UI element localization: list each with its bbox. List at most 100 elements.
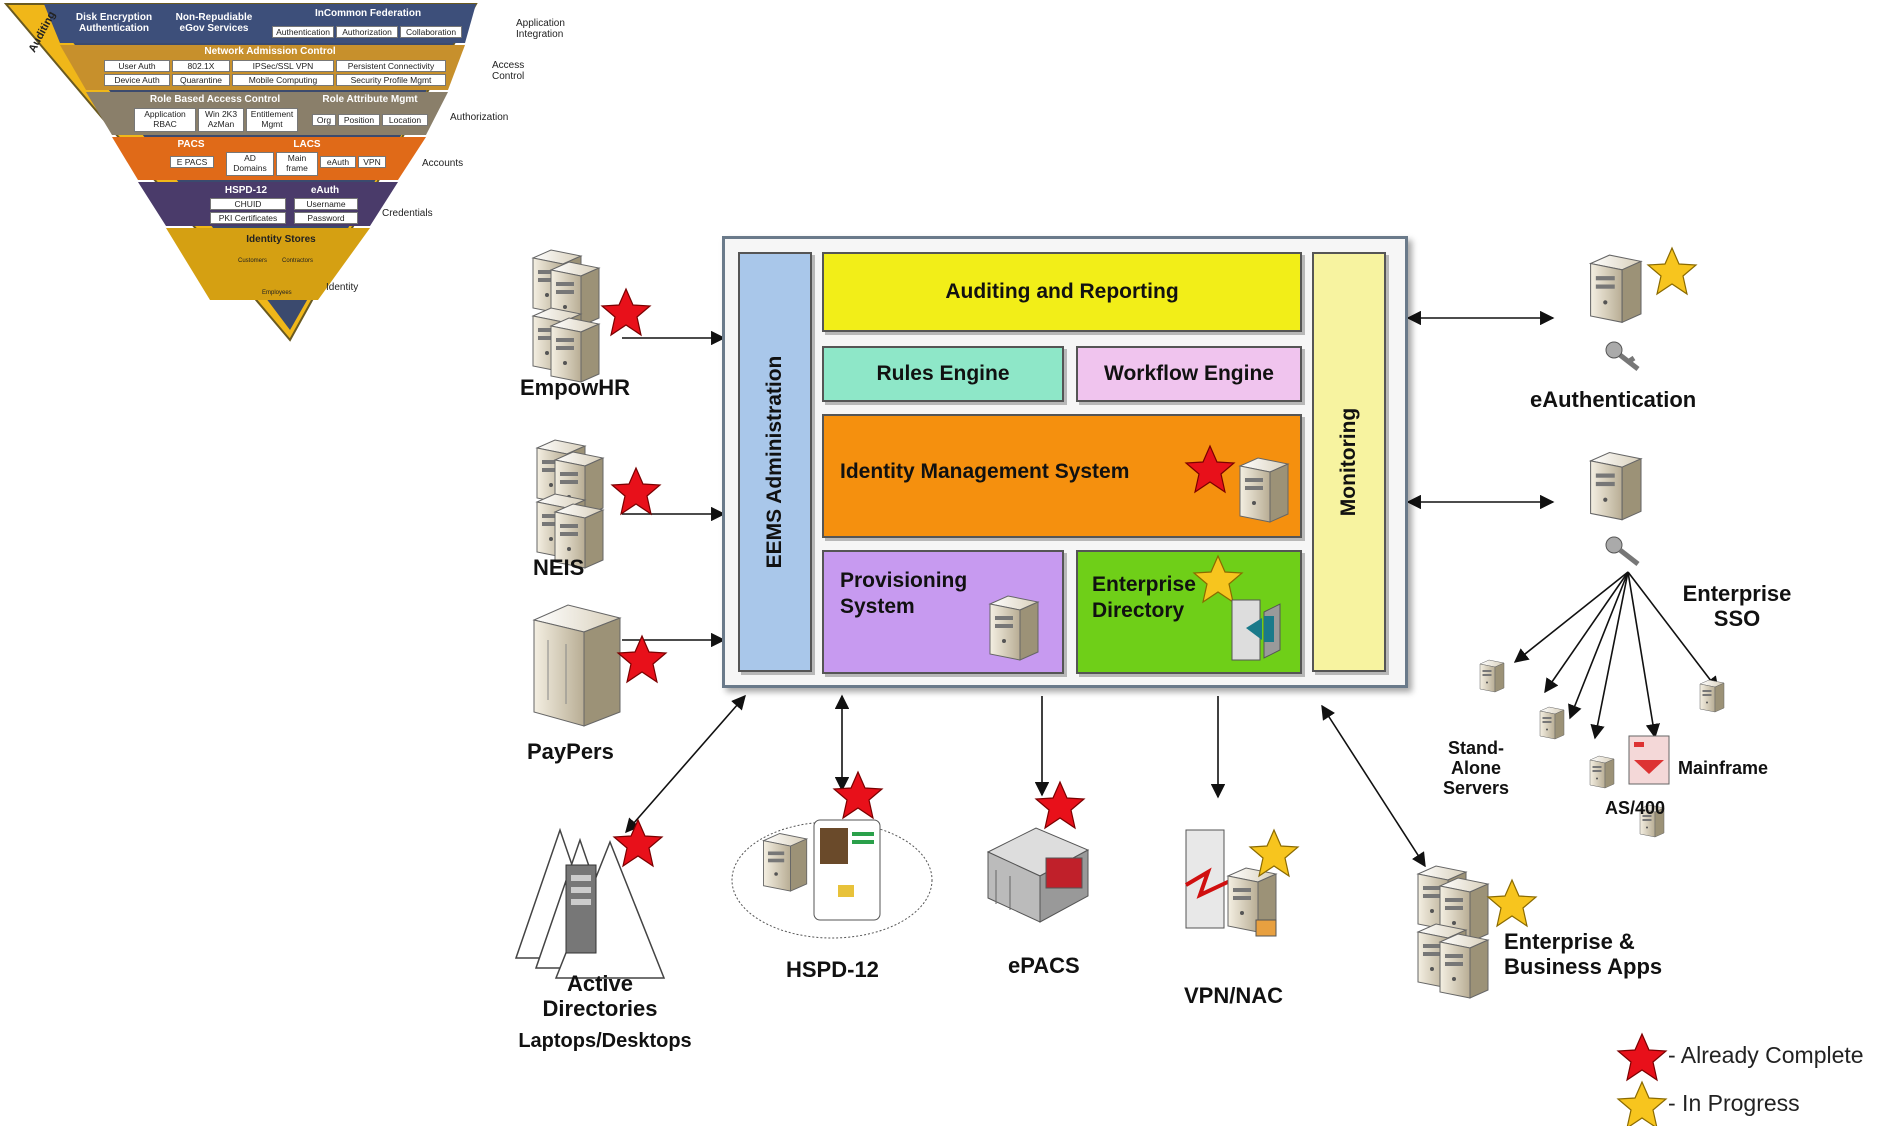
enterprise-apps-label: Enterprise & Business Apps (1504, 929, 1663, 979)
rules-engine-label: Rules Engine (876, 362, 1010, 385)
layer-label: Credentials (382, 208, 433, 219)
pyramid-group-title: PACS (177, 139, 205, 150)
pyramid-group-title: Network Admission Control (204, 46, 336, 57)
active-directories-label: Active Directories (542, 971, 658, 1021)
eems-administration-panel: EEMS Administration (738, 252, 812, 672)
as400-label: AS/400 (1605, 798, 1666, 818)
pyramid-item: Application RBAC (134, 108, 196, 132)
pyramid-item: Employees (262, 290, 292, 296)
hspd12-card-icon (731, 819, 933, 939)
empowhr-label: EmpowHR (520, 375, 630, 400)
pyramid-group-title: HSPD-12 (224, 185, 268, 196)
epacs-label: ePACS (1008, 953, 1080, 978)
pyramid-item: Contractors (282, 258, 314, 264)
pyramid-item: Org (312, 114, 336, 127)
in-progress-star-icon (1249, 829, 1299, 877)
sso-server-key-icon (1590, 451, 1642, 566)
pyramid-item: Authentication (272, 26, 334, 39)
pyramid-item: Mobile Computing (232, 74, 334, 87)
as400-icon (1628, 735, 1670, 785)
pyramid-item: E PACS (170, 156, 214, 169)
in-progress-star-icon (1487, 879, 1537, 927)
neis-label: NEIS (533, 555, 585, 580)
pyramid-item: eAuth (320, 156, 356, 169)
connectors (622, 310, 1719, 868)
pyramid-item: Persistent Connectivity (336, 60, 446, 73)
provisioning-system-label: Provisioning System (840, 569, 968, 619)
pyramid-item: Username (294, 198, 358, 211)
empowhr-server-icon (532, 249, 600, 383)
provisioning-system-panel: Provisioning System (822, 550, 1064, 674)
workflow-engine-label: Workflow Engine (1104, 362, 1274, 385)
pyramid-group-title: Non-Repudiable eGov Services (175, 12, 253, 34)
auditing-reporting-label: Auditing and Reporting (945, 280, 1179, 303)
pyramid-item: AD Domains (226, 152, 274, 176)
active-directories-icon (514, 827, 666, 979)
pyramid-item: Position (338, 114, 380, 127)
vpn-nac-icon (1184, 829, 1277, 937)
pyramid-group-title: Identity Stores (246, 234, 316, 245)
pyramid-item: Authorization (336, 26, 398, 39)
monitoring-label: Monitoring (1337, 407, 1360, 517)
layer-label: Accounts (422, 158, 464, 169)
complete-star-icon (613, 819, 663, 867)
layer-label: Application Integration (516, 18, 565, 40)
legend-complete-label: - Already Complete (1668, 1042, 1864, 1068)
paypers-mainframe-icon (532, 604, 622, 727)
in-progress-star-icon (1647, 247, 1697, 295)
pyramid-group-title: InCommon Federation (314, 8, 422, 19)
pyramid-item: Collaboration (400, 26, 462, 39)
standalone-servers-label: Stand-Alone Servers (1442, 738, 1510, 799)
pyramid-group-title: eAuth (310, 185, 340, 196)
layer-label: Authorization (450, 112, 509, 123)
vpn-nac-label: VPN/NAC (1184, 983, 1284, 1008)
pyramid-group-title: Disk Encryption Authentication (75, 12, 153, 34)
legend-progress-star-icon (1617, 1081, 1667, 1126)
enterprise-directory-label: Enterprise Directory (1092, 573, 1196, 623)
paypers-label: PayPers (527, 739, 614, 764)
complete-star-icon (611, 467, 661, 515)
eauthentication-label: eAuthentication (1530, 387, 1697, 412)
pyramid-item: Customers (238, 258, 268, 264)
epacs-reader-icon (986, 827, 1090, 923)
pyramid-item: Password (294, 212, 358, 225)
pyramid-item: Quarantine (172, 74, 230, 87)
laptops-desktops-label: Laptops/Desktops (518, 1030, 692, 1052)
eauth-server-key-icon (1590, 254, 1642, 371)
pyramid-item: 802.1X (172, 60, 230, 73)
mainframe-icon (1699, 679, 1725, 713)
pyramid-group-title: Role Attribute Mgmt (322, 94, 418, 105)
pyramid-item: PKI Certificates (210, 212, 286, 225)
eems-administration-label: EEMS Administration (763, 355, 786, 569)
layer-label: Access Control (492, 60, 525, 82)
workflow-engine-panel: Workflow Engine (1076, 346, 1302, 402)
enterprise-directory-panel: Enterprise Directory (1076, 550, 1302, 674)
complete-star-icon (601, 288, 651, 336)
pyramid-item: Win 2K3 AzMan (198, 108, 244, 132)
pyramid-group-title: LACS (293, 139, 321, 150)
hspd12-label: HSPD-12 (786, 957, 879, 982)
auditing-reporting-panel: Auditing and Reporting (822, 252, 1302, 332)
pyramid-item: User Auth (104, 60, 170, 73)
pyramid-item: IPSec/SSL VPN (232, 60, 334, 73)
pyramid-item: Device Auth (104, 74, 170, 87)
layer-label: Identity (326, 282, 359, 293)
legend-complete-star-icon (1617, 1033, 1667, 1081)
identity-management-panel: Identity Management System (822, 414, 1302, 538)
pyramid-item: Location (382, 114, 428, 127)
complete-star-icon (1035, 781, 1085, 829)
rules-engine-panel: Rules Engine (822, 346, 1064, 402)
neis-server-icon (536, 439, 604, 569)
pyramid-item: Security Profile Mgmt (336, 74, 446, 87)
monitoring-panel: Monitoring (1312, 252, 1386, 672)
pyramid-item: Entitlement Mgmt (246, 108, 298, 132)
pyramid-group-title: Role Based Access Control (149, 94, 281, 105)
enterprise-sso-label: Enterprise SSO (1682, 581, 1792, 631)
pyramid-item: CHUID (210, 198, 286, 211)
enterprise-apps-servers-icon (1417, 865, 1489, 999)
pyramid-item: VPN (358, 156, 386, 169)
pyramid-item: Main frame (276, 152, 318, 176)
identity-management-label: Identity Management System (840, 460, 1130, 483)
complete-star-icon (617, 635, 667, 683)
mainframe-label: Mainframe (1678, 758, 1769, 778)
